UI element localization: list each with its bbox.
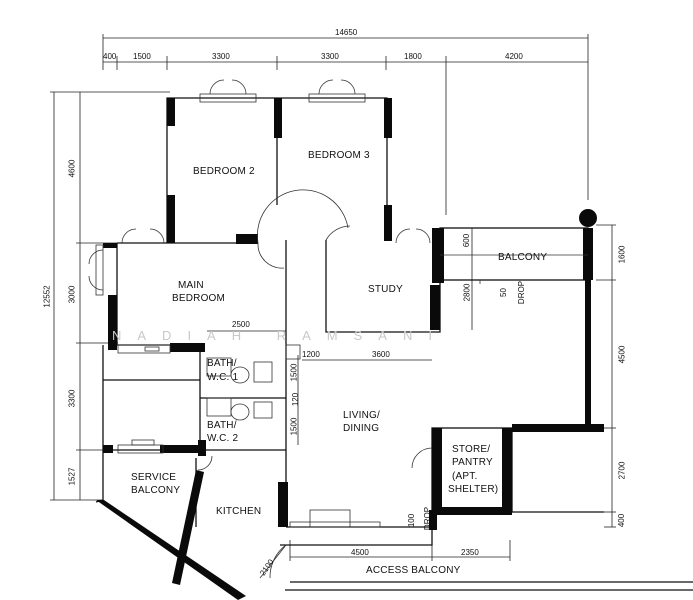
label-store-line1: STORE/ xyxy=(452,444,491,455)
dim-top-3300-b: 3300 xyxy=(321,52,339,61)
label-balcony-drop-text: DROP xyxy=(517,280,527,305)
label-access-balcony: ACCESS BALCONY xyxy=(366,565,461,576)
label-balcony: BALCONY xyxy=(498,252,548,263)
dim-right-4500: 4500 xyxy=(617,345,627,364)
dim-top-3300-a: 3300 xyxy=(212,52,230,61)
dim-top-400: 400 xyxy=(103,52,117,61)
label-access-drop-text: DROP xyxy=(423,506,433,531)
dim-left-3000: 3000 xyxy=(67,285,77,304)
label-main-bedroom-line1: MAIN xyxy=(178,280,204,291)
label-store-line4: SHELTER) xyxy=(448,484,499,495)
label-bedroom-3: BEDROOM 3 xyxy=(308,150,370,161)
dim-top-1800: 1800 xyxy=(404,52,422,61)
dim-top-4200: 4200 xyxy=(505,52,523,61)
label-kitchen: KITCHEN xyxy=(216,506,262,517)
label-bath-1-line2: W.C. 1 xyxy=(207,372,239,383)
label-service-balcony-line2: BALCONY xyxy=(131,485,181,496)
dim-right-2700: 2700 xyxy=(617,461,627,480)
label-service-balcony-line1: SERVICE xyxy=(131,472,177,483)
dim-left-4600: 4600 xyxy=(67,159,77,178)
dim-inner-2800: 2800 xyxy=(462,283,472,302)
dim-inner-3600: 3600 xyxy=(372,350,390,359)
dim-inner-1200: 1200 xyxy=(302,350,320,359)
label-balcony-drop-50: 50 xyxy=(498,288,508,297)
watermark: NADIAH RAMSANI xyxy=(112,328,448,343)
label-store-line3: (APT. xyxy=(452,471,478,482)
dim-right-400: 400 xyxy=(617,513,627,528)
dim-inner-1500-a: 1500 xyxy=(289,363,299,382)
dim-overall-width: 14650 xyxy=(335,28,358,37)
dim-bottom-2350: 2350 xyxy=(461,548,479,557)
dim-inner-1500-b: 1500 xyxy=(289,417,299,436)
dim-inner-120: 120 xyxy=(291,392,301,407)
dim-top-1500: 1500 xyxy=(133,52,151,61)
label-bath-2-line2: W.C. 2 xyxy=(207,433,239,444)
dim-left-1527: 1527 xyxy=(67,467,77,486)
label-living-line2: DINING xyxy=(343,423,380,434)
label-main-bedroom-line2: BEDROOM xyxy=(172,293,226,304)
dim-left-3300: 3300 xyxy=(67,389,77,408)
dim-right-1600: 1600 xyxy=(617,245,627,264)
label-store-line2: PANTRY xyxy=(452,457,493,468)
label-bath-2-line1: BATH/ xyxy=(207,420,237,431)
label-bath-1-line1: BATH/ xyxy=(207,358,237,369)
label-access-drop-100: 100 xyxy=(407,513,417,528)
dim-inner-2500: 2500 xyxy=(232,320,250,329)
label-bedroom-2: BEDROOM 2 xyxy=(193,166,255,177)
dim-inner-600: 600 xyxy=(462,233,472,248)
dim-bottom-4500: 4500 xyxy=(351,548,369,557)
dim-left-overall: 12552 xyxy=(42,285,52,308)
label-living-line1: LIVING/ xyxy=(343,410,380,421)
label-study: STUDY xyxy=(368,284,403,295)
